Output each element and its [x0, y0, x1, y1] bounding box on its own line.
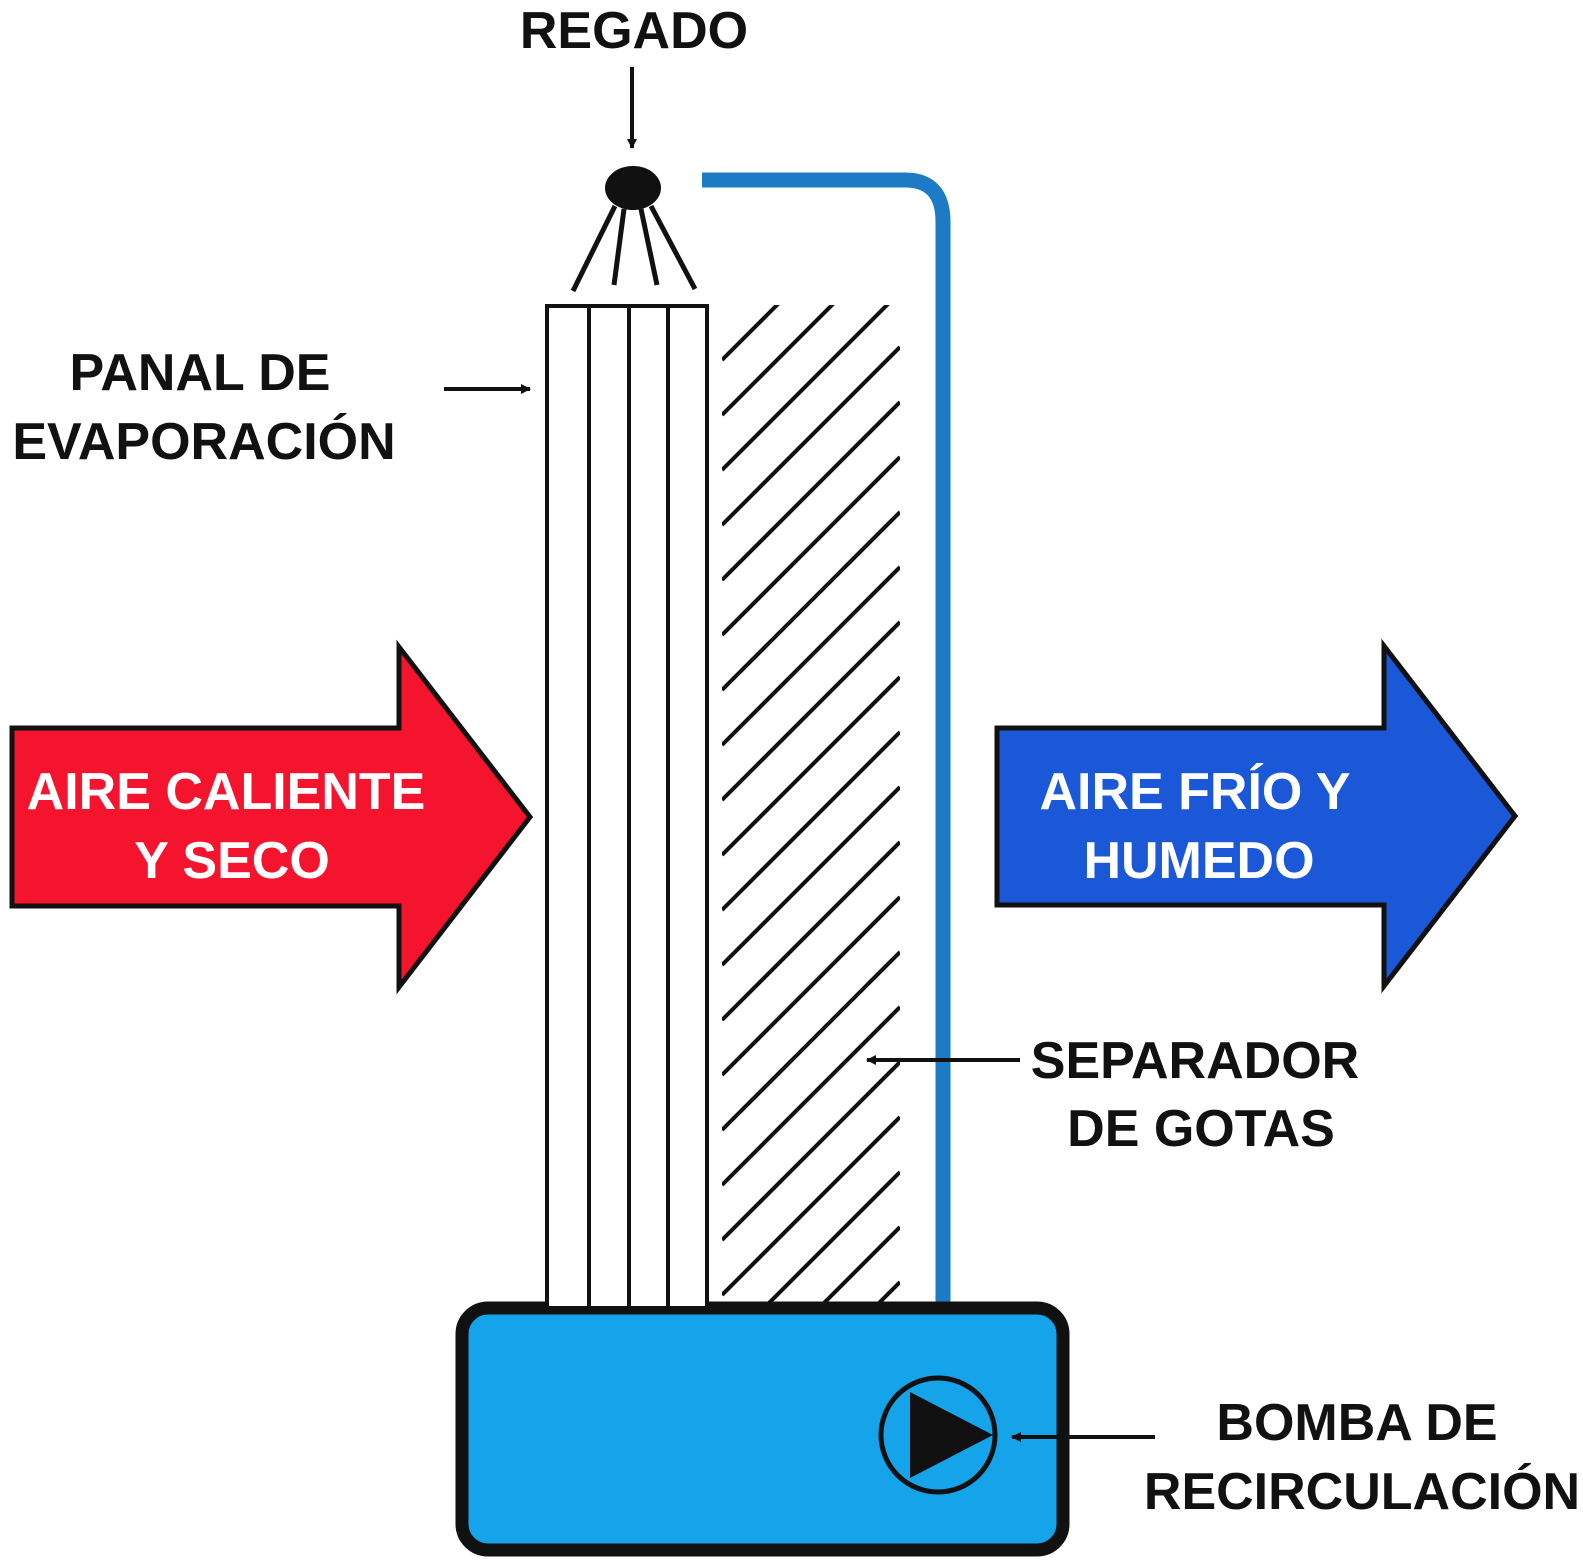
- separator-hatch-line: [722, 400, 900, 582]
- panal-label-line2: EVAPORACIÓN: [12, 413, 395, 471]
- separator-hatch-line: [722, 1060, 900, 1242]
- evaporation-panel: [545, 304, 709, 1310]
- separator-hatch-line: [722, 840, 900, 1022]
- pump-icon: [878, 1375, 998, 1495]
- cold-air-arrow: [994, 638, 1519, 994]
- separator-hatch-line: [722, 305, 835, 417]
- aire-caliente-label-line1: AIRE CALIENTE: [27, 763, 426, 821]
- separator-hatch-line: [819, 1225, 900, 1305]
- separator-hatch-line: [764, 1170, 900, 1305]
- separator-hatch-line: [722, 950, 900, 1132]
- water-tank: [455, 1301, 1070, 1557]
- separator-hatch-line: [722, 455, 900, 637]
- separator-hatch-line: [722, 675, 900, 857]
- separador-label-line1: SEPARADOR: [1031, 1032, 1359, 1090]
- bomba-label-line1: BOMBA DE: [1216, 1394, 1497, 1452]
- aire-frio-label-line1: AIRE FRÍO Y: [1039, 763, 1350, 821]
- sprinkler-nozzle-icon: [570, 166, 698, 293]
- separator-hatch-line: [722, 510, 900, 692]
- separator-hatch-line: [722, 1005, 900, 1187]
- separator-hatch-line: [722, 895, 900, 1077]
- separator-hatch-line: [722, 565, 900, 747]
- separator-hatch-line: [722, 305, 780, 362]
- regado-label: REGADO: [520, 2, 748, 60]
- aire-caliente-label-line2: Y SECO: [134, 832, 330, 890]
- hot-air-arrow: [9, 639, 534, 995]
- separator-hatch-line: [722, 1115, 900, 1297]
- separator-hatch-line: [722, 730, 900, 912]
- panal-label-line1: PANAL DE: [70, 344, 331, 402]
- drop-separator: [722, 305, 900, 1305]
- separator-hatch-line: [722, 785, 900, 967]
- separador-label-line2: DE GOTAS: [1067, 1100, 1335, 1158]
- water-pipe: [702, 172, 951, 1385]
- aire-frio-label-line2: HUMEDO: [1083, 832, 1314, 890]
- bomba-label-line2: RECIRCULACIÓN: [1144, 1463, 1580, 1521]
- separator-hatch-line: [722, 345, 900, 527]
- separator-hatch-line: [722, 305, 890, 472]
- separator-hatch-line: [722, 620, 900, 802]
